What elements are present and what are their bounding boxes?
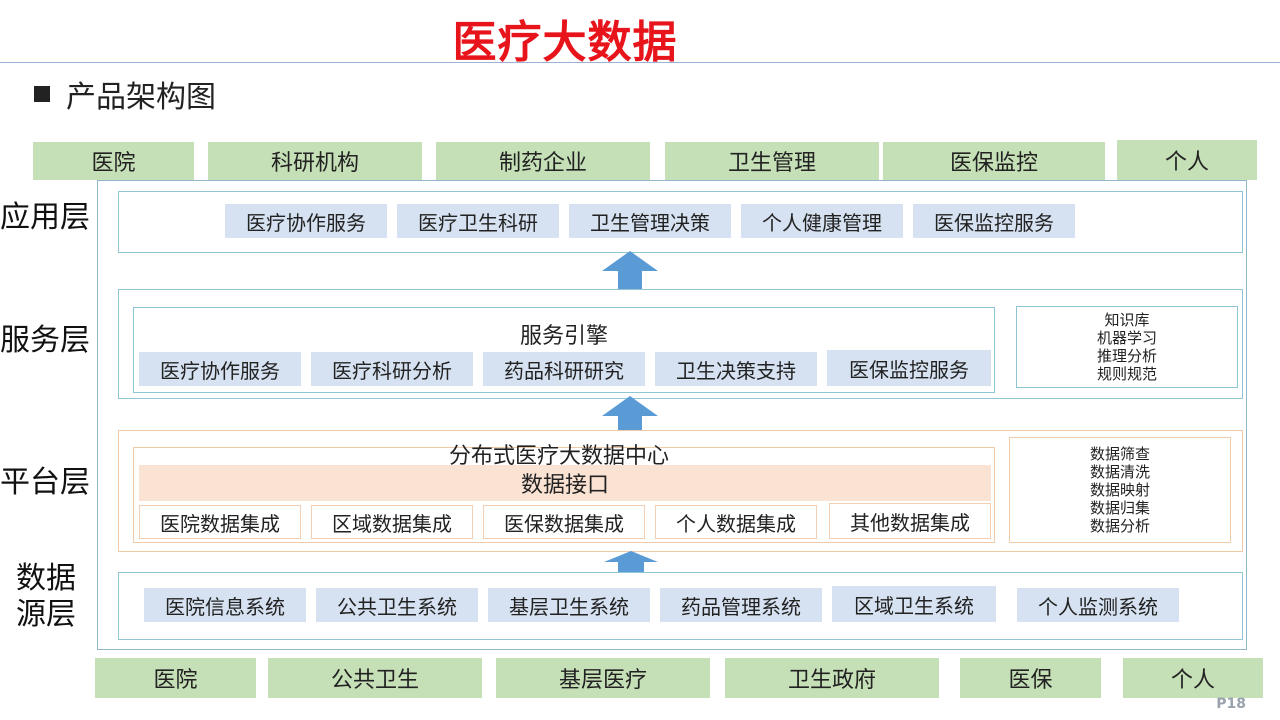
service-item: 卫生决策支持	[655, 352, 817, 386]
page-title: 医疗大数据	[452, 17, 678, 68]
platform-item: 个人数据集成	[655, 505, 817, 539]
side-list-item: 数据归集	[1089, 499, 1150, 517]
platform-item: 医院数据集成	[139, 505, 301, 539]
side-list-item: 知识库	[1104, 311, 1150, 329]
layer-label-platform: 平台层	[0, 465, 90, 500]
source-item: 医院信息系统	[144, 588, 306, 622]
service-engine-title: 服务引擎	[519, 324, 608, 349]
app-item: 卫生管理决策	[569, 204, 731, 238]
source-item: 公共卫生系统	[316, 588, 478, 622]
top-tab-research: 科研机构	[208, 142, 422, 180]
bottom-tab-personal: 个人	[1123, 658, 1263, 698]
platform-side-list: 数据筛查 数据清洗 数据映射 数据归集 数据分析	[1009, 437, 1231, 543]
bottom-tab-government: 卫生政府	[725, 658, 939, 698]
side-list-item: 数据分析	[1089, 517, 1150, 535]
section-heading: 产品架构图	[34, 72, 216, 116]
bullet-square-icon	[34, 86, 50, 102]
service-side-list: 知识库 机器学习 推理分析 规则规范	[1016, 306, 1238, 388]
service-item: 医保监控服务	[827, 350, 991, 386]
page-number: P18	[1216, 696, 1246, 712]
up-arrow-icon	[604, 551, 658, 573]
top-tab-health-admin: 卫生管理	[665, 142, 879, 180]
side-list-item: 规则规范	[1096, 365, 1157, 383]
layer-label-service: 服务层	[0, 323, 90, 358]
side-list-item: 机器学习	[1096, 329, 1157, 347]
app-item: 医疗卫生科研	[397, 204, 559, 238]
layer-label-app: 应用层	[0, 200, 90, 235]
source-item: 区域卫生系统	[832, 586, 996, 622]
app-item: 医疗协作服务	[225, 204, 387, 238]
top-tab-hospital: 医院	[33, 142, 194, 180]
side-list-item: 数据清洗	[1089, 463, 1150, 481]
platform-item: 其他数据集成	[829, 503, 991, 539]
bottom-tab-primary-care: 基层医疗	[496, 658, 710, 698]
side-list-item: 数据筛查	[1089, 445, 1150, 463]
app-item: 个人健康管理	[741, 204, 903, 238]
source-item: 基层卫生系统	[488, 588, 650, 622]
bottom-tab-insurance: 医保	[960, 658, 1101, 698]
bottom-tab-public-health: 公共卫生	[268, 658, 482, 698]
source-item: 个人监测系统	[1017, 588, 1179, 622]
layer-label-source-2: 源层	[16, 597, 76, 632]
bottom-tab-hospital: 医院	[95, 658, 256, 698]
title-divider	[0, 62, 1280, 63]
data-center-title: 分布式医疗大数据中心	[449, 444, 670, 469]
up-arrow-icon	[602, 396, 658, 436]
platform-item: 区域数据集成	[311, 505, 473, 539]
data-interface-bar: 数据接口	[139, 465, 991, 501]
top-tab-personal: 个人	[1117, 140, 1257, 180]
service-item: 医疗科研分析	[311, 352, 473, 386]
up-arrow-icon	[602, 251, 658, 291]
source-item: 药品管理系统	[660, 588, 822, 622]
top-tab-insurance: 医保监控	[883, 142, 1105, 180]
service-item: 医疗协作服务	[139, 352, 301, 386]
subtitle-text: 产品架构图	[66, 80, 216, 115]
side-list-item: 数据映射	[1089, 481, 1150, 499]
platform-item: 医保数据集成	[483, 505, 645, 539]
architecture-frame	[97, 180, 1247, 650]
service-item: 药品科研研究	[483, 352, 645, 386]
side-list-item: 推理分析	[1096, 347, 1157, 365]
layer-label-source-1: 数据	[16, 561, 76, 596]
top-tab-pharma: 制药企业	[436, 142, 650, 180]
app-item: 医保监控服务	[913, 204, 1075, 238]
